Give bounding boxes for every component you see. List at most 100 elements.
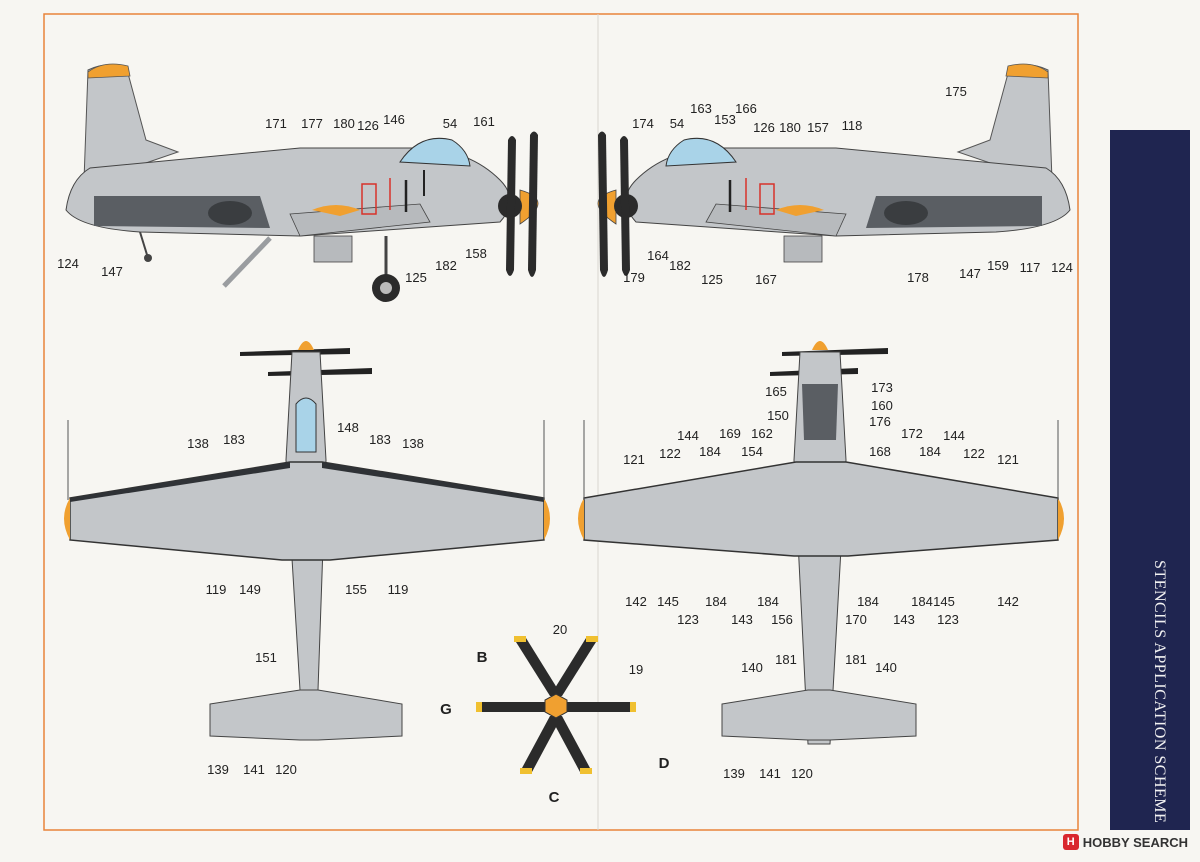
bottom-wingtip-right — [1058, 498, 1064, 540]
callout-label: 179 — [623, 270, 645, 285]
callout-label: 163 — [690, 101, 712, 116]
callout-label: 20 — [553, 622, 567, 637]
callout-label: 155 — [345, 582, 367, 597]
callout-label: 157 — [807, 120, 829, 135]
callout-label: 140 — [875, 660, 897, 675]
bottom-wingtip-left — [578, 498, 584, 540]
callout-label: 142 — [997, 594, 1019, 609]
callout-label: 172 — [901, 426, 923, 441]
wheel-hub — [380, 282, 392, 294]
callout-label: 125 — [405, 270, 427, 285]
callout-label: 139 — [723, 766, 745, 781]
callout-label: 123 — [677, 612, 699, 627]
callout-label: 184 — [757, 594, 779, 609]
callout-label: 141 — [759, 766, 781, 781]
prop-detail-blade-6 — [550, 716, 590, 772]
strut — [222, 236, 272, 288]
stencil-red-1 — [361, 183, 377, 215]
watermark-logo-icon: H — [1062, 834, 1079, 850]
prop-detail-blade-4 — [566, 702, 630, 712]
callout-label: 184 — [911, 594, 933, 609]
canopy — [399, 137, 471, 167]
callout-label: 124 — [1051, 260, 1073, 275]
callout-label: 183 — [223, 432, 245, 447]
callout-label: 184 — [705, 594, 727, 609]
callout-label: 181 — [845, 652, 867, 667]
callout-label: 54 — [443, 116, 457, 131]
callout-label: 184 — [857, 594, 879, 609]
fin-tip-orange — [87, 63, 131, 79]
prop-blade-2 — [528, 131, 538, 277]
callout-label: 148 — [337, 420, 359, 435]
callout-label: 141 — [243, 762, 265, 777]
callout-label: 143 — [731, 612, 753, 627]
callout-label: 153 — [714, 112, 736, 127]
bottom-spinner — [812, 341, 828, 350]
callout-label: 139 — [207, 762, 229, 777]
callout-label: 156 — [771, 612, 793, 627]
right-side-view — [597, 63, 1071, 277]
wing-tip-orange — [312, 205, 360, 216]
top-wing-dark-le-right — [322, 462, 544, 502]
callout-label: 175 — [945, 84, 967, 99]
callout-label: 182 — [435, 258, 457, 273]
callout-label: 164 — [647, 248, 669, 263]
callout-label: 173 — [871, 380, 893, 395]
callout-label: 146 — [383, 112, 405, 127]
side-banner — [1110, 0, 1190, 830]
callout-label: 166 — [735, 101, 757, 116]
callout-label: 158 — [465, 246, 487, 261]
callout-label: 181 — [775, 652, 797, 667]
callout-label: 138 — [187, 436, 209, 451]
top-view — [64, 341, 550, 741]
watermark-text: HOBBY SEARCH — [1082, 834, 1188, 850]
callout-label: G — [440, 701, 452, 718]
callout-label: 143 — [893, 612, 915, 627]
callout-label: 118 — [842, 118, 863, 133]
callout-label: 147 — [101, 264, 123, 279]
top-wing-dark-le-left — [70, 462, 290, 502]
bottom-wing — [583, 461, 1059, 557]
callout-label: 138 — [402, 436, 424, 451]
callout-label: 123 — [937, 612, 959, 627]
callout-label: 151 — [255, 650, 277, 665]
callout-label: 19 — [629, 662, 643, 677]
callout-label: B — [477, 649, 488, 666]
callout-label: 121 — [623, 452, 645, 467]
callout-label: 150 — [767, 408, 789, 423]
bottom-intake — [802, 384, 838, 440]
callout-label: 144 — [677, 428, 699, 443]
propeller-detail — [476, 636, 636, 774]
roundel-dark — [208, 201, 252, 225]
callout-label: 145 — [933, 594, 955, 609]
callout-label: 145 — [657, 594, 679, 609]
prop-hub-hex — [544, 693, 568, 719]
pod — [313, 235, 353, 263]
callout-label: 169 — [719, 426, 741, 441]
callout-label: 176 — [869, 414, 891, 429]
callout-label: 144 — [943, 428, 965, 443]
callout-label: 165 — [765, 384, 787, 399]
callout-label: 182 — [669, 258, 691, 273]
callout-label: 168 — [869, 444, 891, 459]
callout-label: 167 — [755, 272, 777, 287]
callout-label: 184 — [919, 444, 941, 459]
callout-label: 120 — [791, 766, 813, 781]
prop-detail-blade-3 — [482, 702, 546, 712]
callout-label: 121 — [997, 452, 1019, 467]
callout-label: 126 — [357, 118, 379, 133]
callout-label: 170 — [845, 612, 867, 627]
left-side-view — [65, 63, 539, 302]
callout-label: 122 — [963, 446, 985, 461]
callout-label: 159 — [987, 258, 1009, 273]
callout-label: 140 — [741, 660, 763, 675]
callout-label: 124 — [57, 256, 79, 271]
top-wing — [69, 461, 545, 561]
tail-wheel — [144, 254, 152, 262]
callout-label: 184 — [699, 444, 721, 459]
callout-label: 119 — [388, 582, 409, 597]
bottom-tailplane — [721, 689, 917, 741]
callout-label: 171 — [265, 116, 287, 131]
watermark: H HOBBY SEARCH — [1062, 832, 1188, 852]
